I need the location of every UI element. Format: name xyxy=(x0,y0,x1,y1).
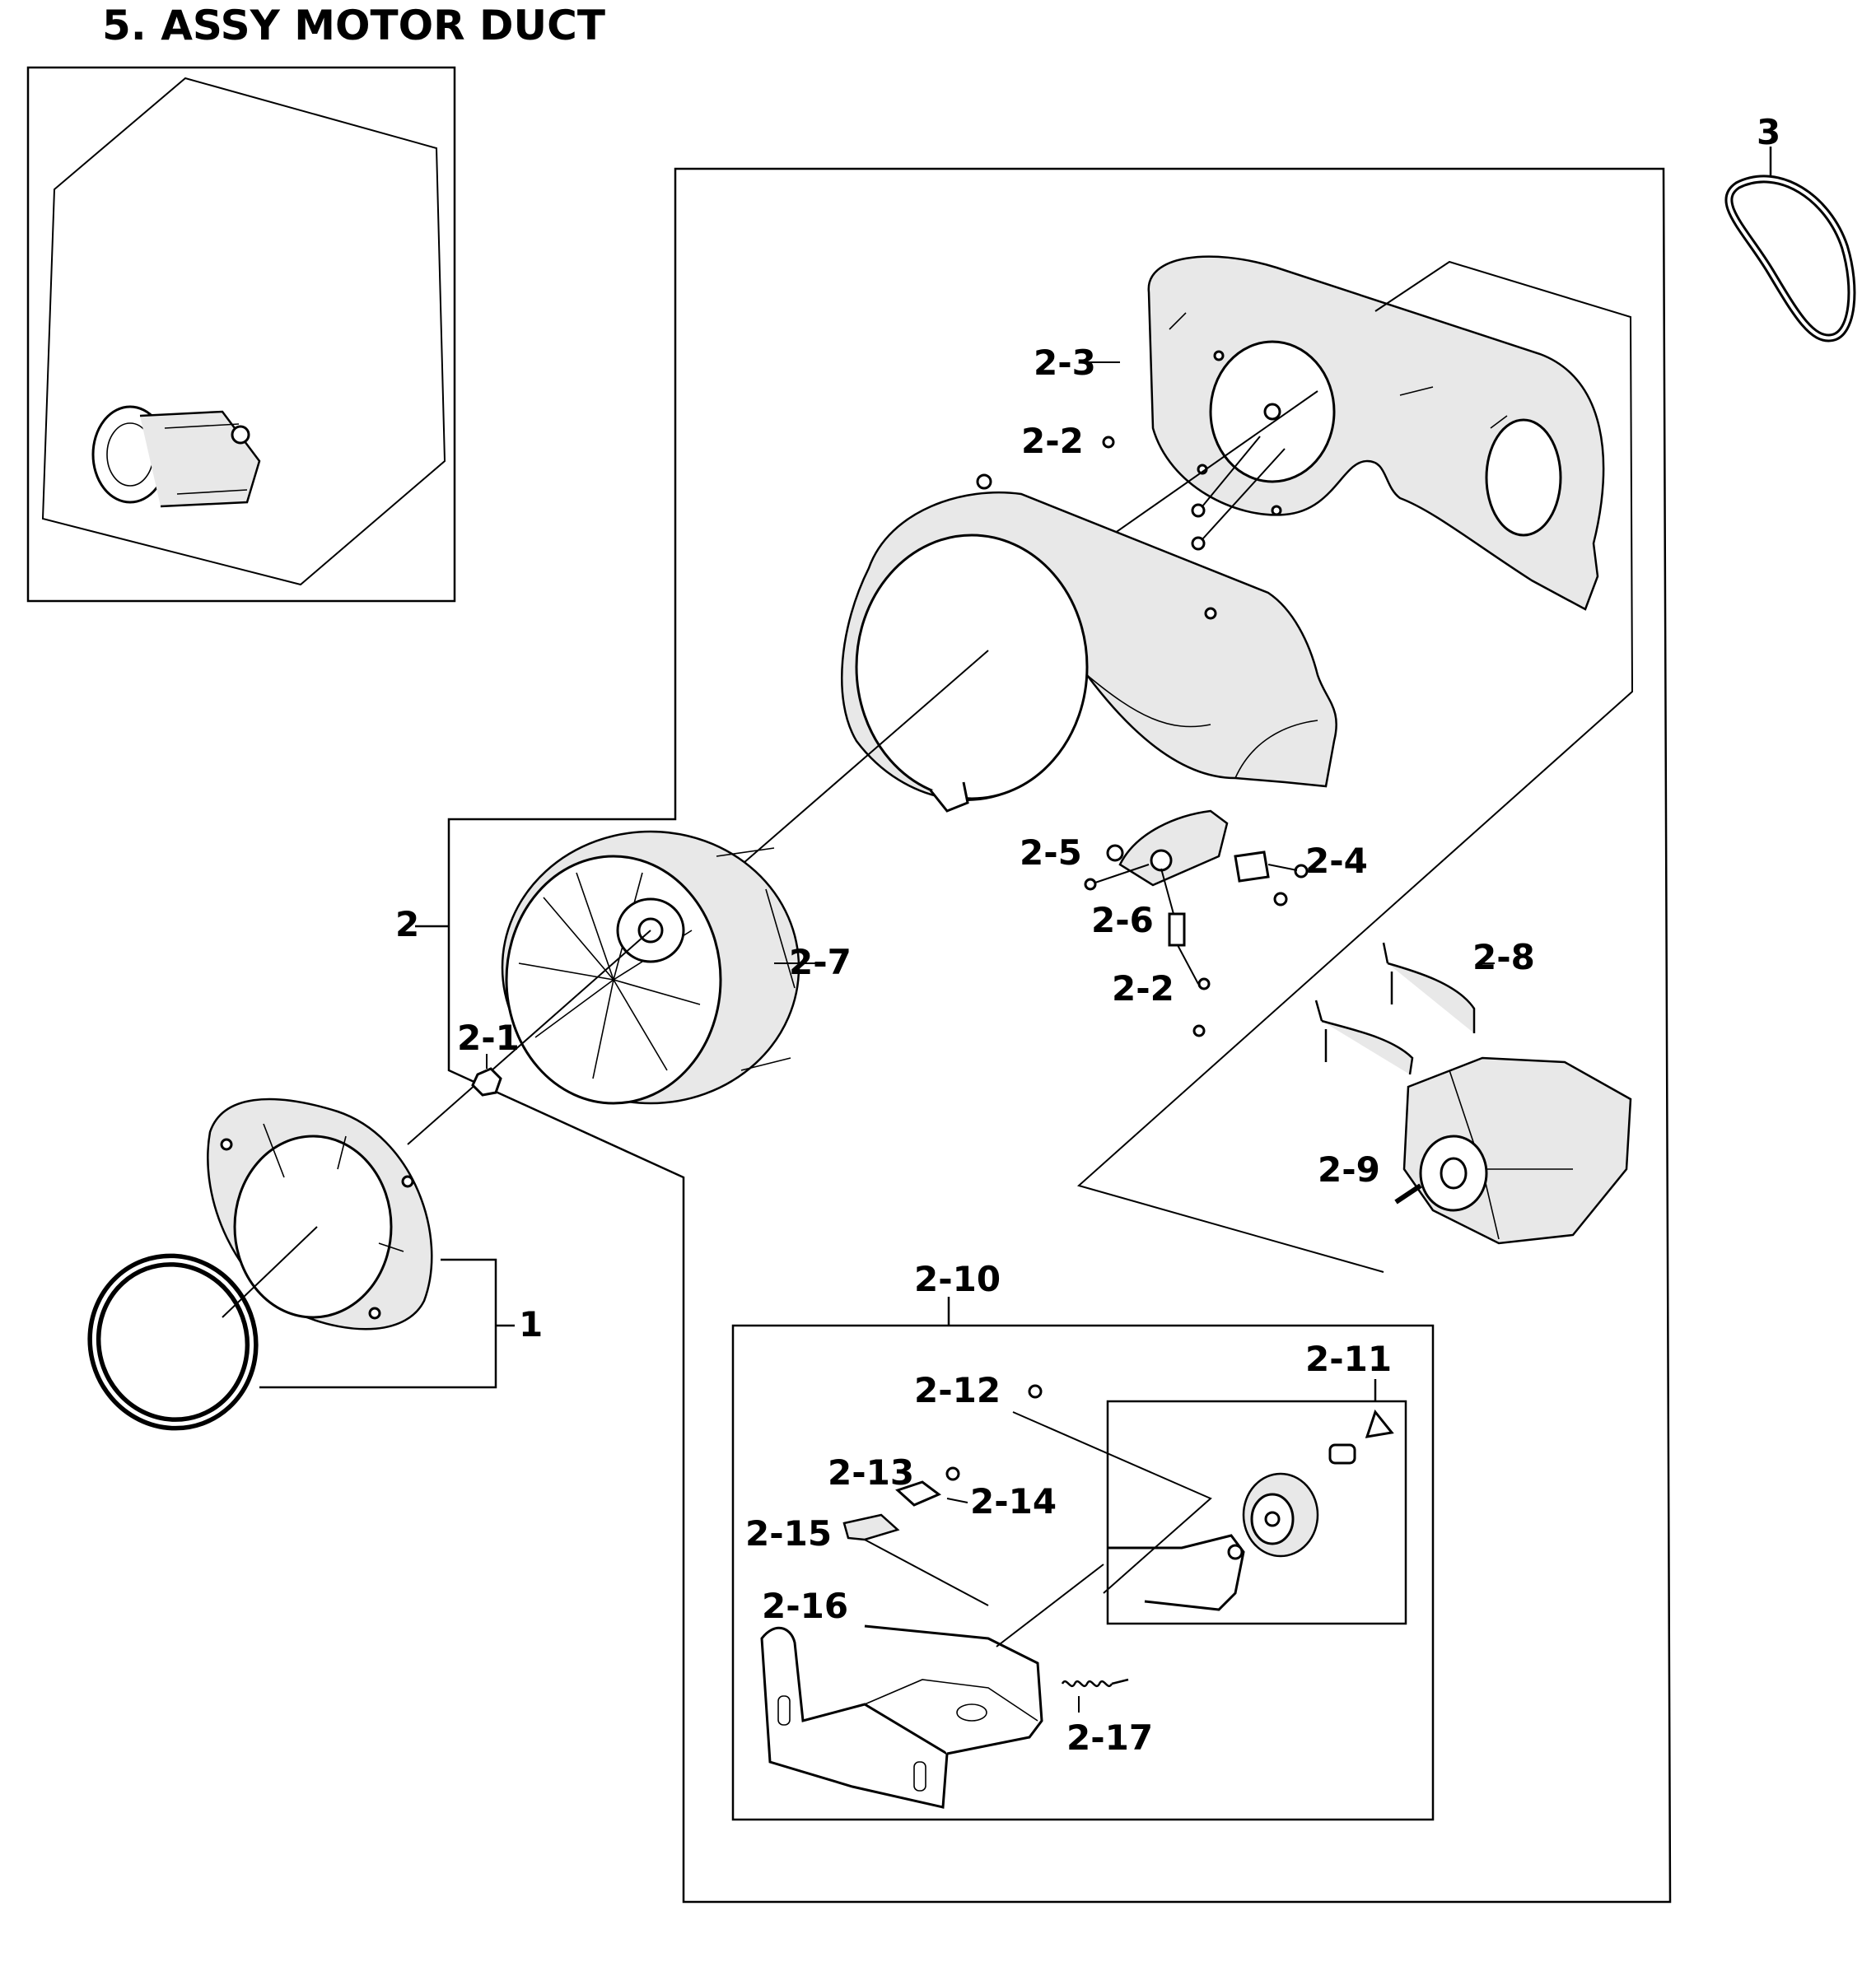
screw-2-2-lower xyxy=(1192,1024,1206,1037)
callout-2-5: 2-5 xyxy=(1020,832,1082,873)
spring-2-17 xyxy=(1061,1678,1129,1713)
callout-2-12: 2-12 xyxy=(914,1370,1001,1410)
callout-2: 2 xyxy=(395,904,419,944)
screw-2-13 xyxy=(945,1466,960,1481)
callout-2-2-upper: 2-2 xyxy=(1021,421,1084,461)
assembly-2-11-box xyxy=(1106,1400,1407,1625)
nut-2-1 xyxy=(471,1054,502,1097)
bracket-2-5 xyxy=(1084,809,1229,891)
screw-2-2-upper xyxy=(1102,436,1286,551)
callout-2-6: 2-6 xyxy=(1091,900,1154,940)
locator-inset xyxy=(26,66,456,603)
callout-2-13: 2-13 xyxy=(828,1452,914,1493)
callout-2-7: 2-7 xyxy=(789,942,852,982)
callout-2-9: 2-9 xyxy=(1318,1149,1380,1190)
assembly-2-10-box xyxy=(731,1324,1435,1821)
callout-2-14: 2-14 xyxy=(970,1481,1057,1522)
inset-blower-assembly xyxy=(91,405,261,508)
callout-2-2-lower: 2-2 xyxy=(1112,968,1174,1009)
assembly-2-boundary xyxy=(447,167,1672,1904)
blower-wheel-2-7 xyxy=(501,830,800,1105)
callout-2-11: 2-11 xyxy=(1305,1339,1392,1379)
callout-2-3: 2-3 xyxy=(1034,343,1096,383)
clip-2-15 xyxy=(842,1513,989,1606)
front-duct-housing xyxy=(841,473,1337,813)
motor-clamps-2-8 xyxy=(1314,942,1495,1075)
callout-2-10: 2-10 xyxy=(914,1259,1001,1299)
motor-mount-bracket-2-16 xyxy=(760,1564,1104,1809)
callout-3: 3 xyxy=(1757,112,1780,152)
callout-2-16: 2-16 xyxy=(762,1586,848,1626)
gasket-ring-1 xyxy=(87,1253,259,1431)
thermostat-2-4 xyxy=(1234,851,1309,906)
callout-2-15: 2-15 xyxy=(745,1513,832,1554)
callout-2-8: 2-8 xyxy=(1472,937,1535,977)
idler-pulley-2-11 xyxy=(1108,1409,1394,1611)
callout-2-17: 2-17 xyxy=(1066,1717,1153,1758)
switch-2-14 xyxy=(895,1480,968,1507)
callout-2-1: 2-1 xyxy=(457,1018,520,1058)
screw-2-12 xyxy=(1012,1384,1212,1594)
page-title: 5. ASSY MOTOR DUCT xyxy=(102,2,605,49)
rear-duct-housing-2-3 xyxy=(1147,255,1605,611)
belt-3 xyxy=(1724,175,1856,343)
callout-2-4: 2-4 xyxy=(1305,841,1368,881)
drive-motor-2-9 xyxy=(1394,1056,1632,1245)
motor-cover-1 xyxy=(207,1098,433,1331)
callout-1: 1 xyxy=(519,1304,543,1345)
sensor-2-6 xyxy=(1160,868,1211,990)
